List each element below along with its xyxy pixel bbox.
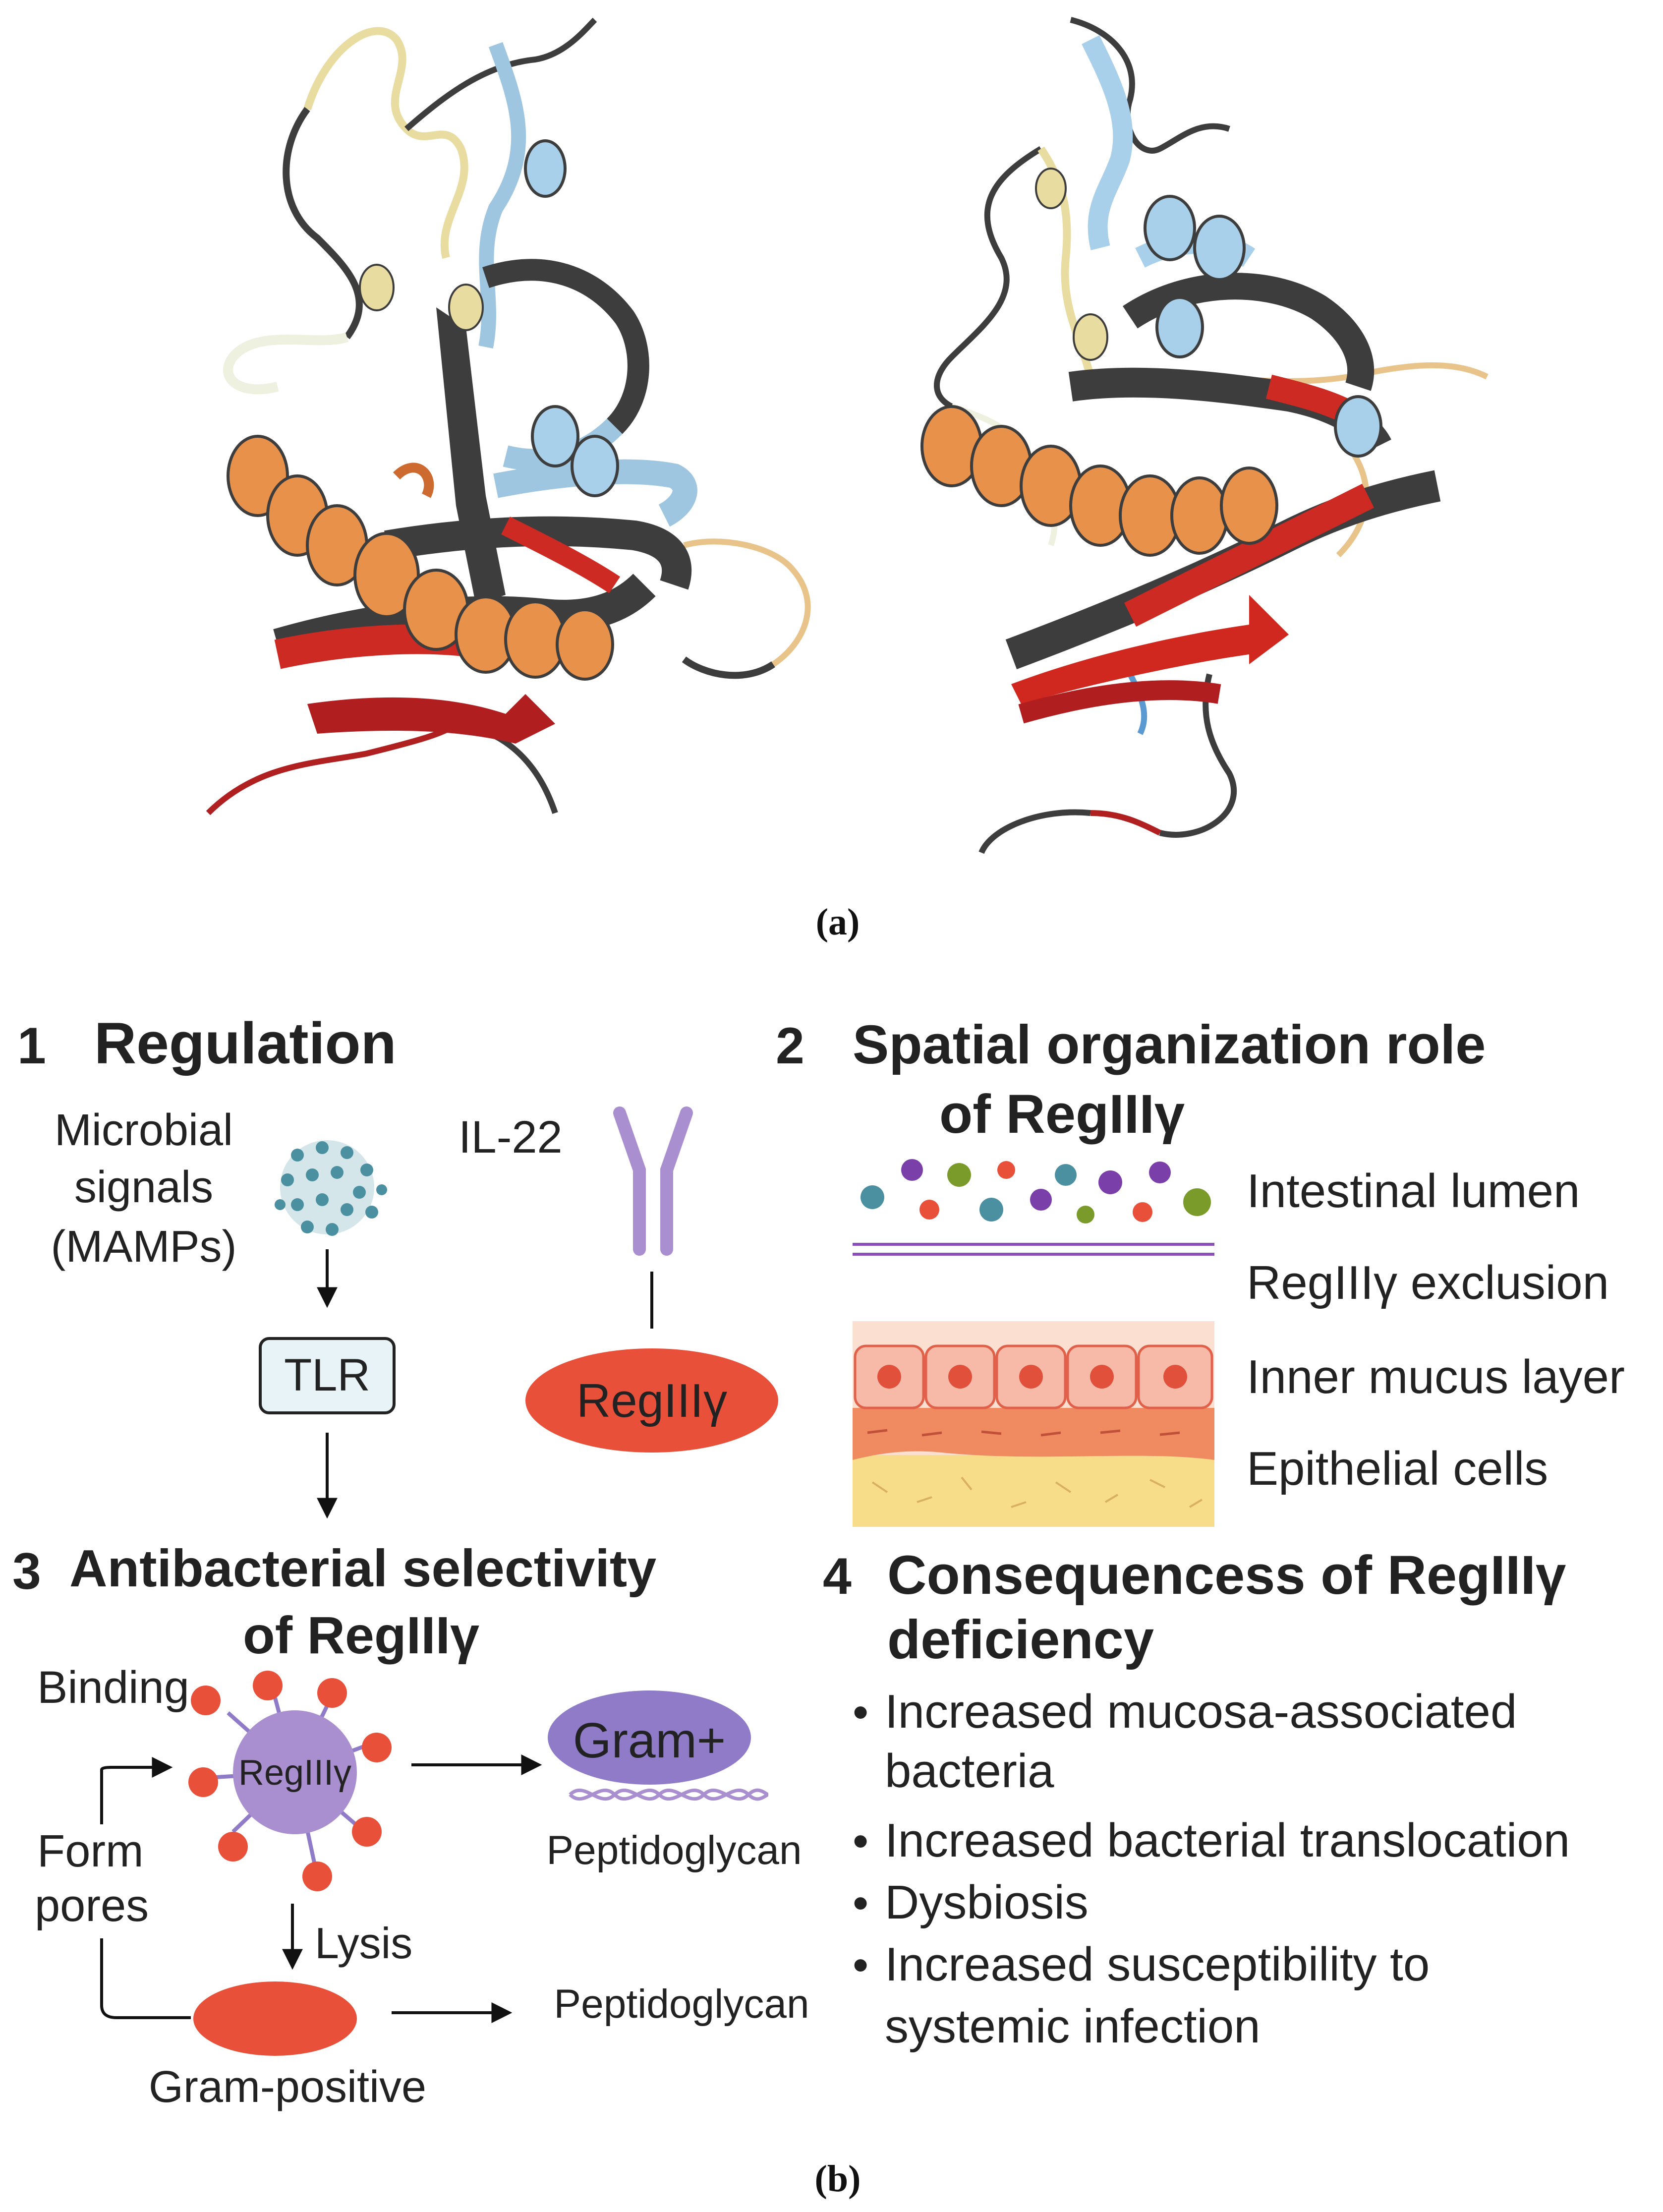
microbial-signals-line1: Microbial: [55, 1106, 233, 1155]
mamps-cluster-icon: [275, 1140, 387, 1236]
panel-a-label: (a): [816, 901, 860, 943]
consequence-2: Increased bacterial translocation: [885, 1814, 1570, 1867]
label-inner-mucus-layer: Inner mucus layer: [1247, 1350, 1625, 1403]
microbial-signals-line3: (MAMPs): [51, 1222, 237, 1272]
label-epithelial-cells: Epithelial cells: [1247, 1442, 1548, 1495]
mucus-texture: [867, 1429, 1180, 1437]
cell-nuclei: [877, 1365, 1187, 1389]
section-regulation: 1 Regulation Microbial signals (MAMPs) T…: [17, 1011, 778, 1519]
pores-label: pores: [35, 1880, 149, 1931]
bullet-4: •: [853, 1940, 868, 1990]
section-antibacterial-selectivity: 3 Antibacterial selectivity of RegIIIγ B…: [12, 1539, 809, 2112]
il22-label: IL-22: [459, 1112, 563, 1163]
regiii-label-section1: RegIIIγ: [576, 1374, 727, 1427]
section3-title-line2: of RegIIIγ: [243, 1606, 479, 1665]
consequence-1-line2: bacteria: [885, 1745, 1054, 1798]
bullet-1: •: [853, 1687, 868, 1738]
consequence-4-line1: Increased susceptibility to: [885, 1938, 1430, 1991]
bullet-2: •: [853, 1816, 868, 1866]
regiii-ellipse: [525, 1348, 778, 1453]
form-label: Form: [37, 1826, 144, 1876]
section3-title-line1: Antibacterial selectivity: [69, 1539, 656, 1598]
mucus-orange-layer: [853, 1408, 1214, 1460]
gram-plus-label: Gram+: [573, 1713, 726, 1768]
section2-number: 2: [776, 1017, 804, 1075]
label-intestinal-lumen: Intestinal lumen: [1247, 1164, 1580, 1218]
gram-plus-ellipse: [548, 1690, 751, 1785]
lysis-label: Lysis: [315, 1919, 412, 1968]
regiii-label-section3: RegIIIγ: [238, 1753, 351, 1793]
section4-number: 4: [823, 1548, 852, 1605]
epithelial-texture: [871, 1476, 1203, 1508]
gram-positive-label: Gram-positive: [149, 2062, 426, 2112]
peptidoglycan-label-bottom: Peptidoglycan: [554, 1981, 809, 2027]
tlr-box: [259, 1337, 396, 1414]
consequence-4-line2: systemic infection: [885, 2000, 1261, 2053]
tlr-label: TLR: [284, 1350, 370, 1400]
binding-label: Binding: [37, 1662, 189, 1713]
section4-title-line1: Consequencess of RegIIIγ: [887, 1545, 1566, 1606]
section1-title: Regulation: [94, 1011, 397, 1076]
section1-number: 1: [17, 1017, 46, 1075]
section3-number: 3: [12, 1543, 41, 1600]
gram-positive-ellipse: [193, 1981, 357, 2056]
section4-title-line2: deficiency: [887, 1609, 1154, 1670]
consequence-1-line1: Increased mucosa-associated: [885, 1685, 1517, 1738]
lumen-bacteria-dots: [860, 1159, 1211, 1223]
peptidoglycan-label-top: Peptidoglycan: [546, 1828, 802, 1873]
bullet-3: •: [853, 1878, 868, 1928]
section-spatial-organization: 2 Spatial organization role of RegIIIγ: [776, 1014, 1625, 1527]
label-regiii-exclusion: RegIIIγ exclusion: [1247, 1256, 1609, 1309]
epithelial-yellow-layer: [853, 1455, 1214, 1527]
section2-title-line1: Spatial organization role: [853, 1014, 1486, 1075]
panel-b-label: (b): [815, 2158, 861, 2200]
protein-structure-right: [920, 17, 1489, 854]
arrow-form-pores-loop-up: [100, 1757, 173, 1824]
microbial-signals-line2: signals: [74, 1163, 213, 1212]
consequence-3: Dysbiosis: [885, 1876, 1089, 1929]
protein-structure-left: [206, 17, 811, 815]
peptidoglycan-wave-icon: [569, 1788, 769, 1801]
regiii-binding-icon: RegIIIγ: [188, 1671, 392, 1891]
il22-receptor-icon: [613, 1106, 693, 1256]
line-form-pores-loop-down: [100, 1938, 191, 2019]
section-consequences: 4 Consequencess of RegIIIγ deficiency • …: [823, 1545, 1570, 2053]
section2-title-line2: of RegIIIγ: [939, 1084, 1185, 1145]
